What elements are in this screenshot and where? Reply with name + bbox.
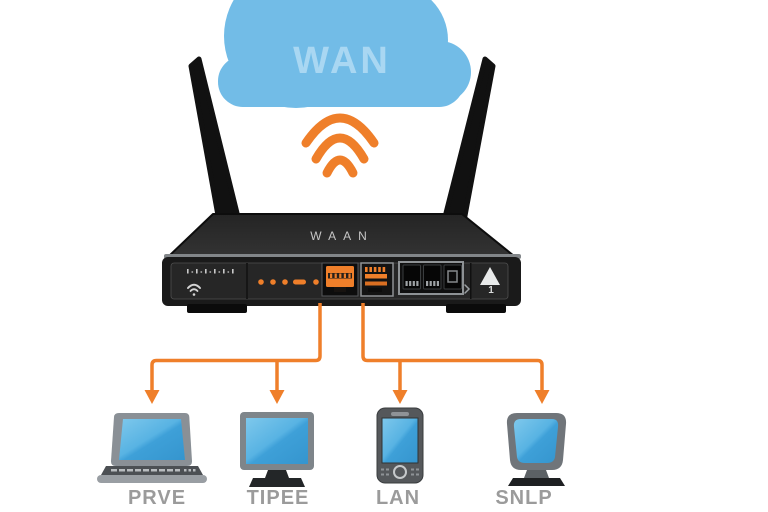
device-label-lan: LAN (375, 487, 421, 509)
lan-ports (398, 261, 464, 295)
status-leds (187, 269, 234, 274)
router-foot-left (187, 304, 247, 313)
chevron-indicator (464, 284, 471, 294)
device-label-snlp: SNLP (495, 487, 553, 509)
orange-led-row (258, 279, 319, 285)
device-smartphone (376, 407, 424, 484)
wifi-signal-icon (301, 113, 379, 178)
device-laptop (97, 413, 207, 483)
wan-port-1 (321, 262, 359, 297)
arrow-trunk-right (361, 303, 544, 391)
port-indicator-label: 1 (488, 285, 494, 296)
wan-cloud (218, 0, 471, 108)
device-label-prve: PRVE (127, 487, 187, 509)
device-label-tipee: TIPEE (246, 487, 310, 509)
up-arrow-indicator (480, 267, 500, 285)
panel-divider-left (246, 263, 248, 299)
arrowhead-prve (144, 390, 160, 404)
router-name-label: WAAN (310, 229, 374, 243)
router (162, 213, 521, 313)
device-crt-monitor (506, 413, 567, 486)
wan-port-2 (360, 262, 394, 297)
arrow-trunk-left (150, 303, 322, 391)
device-monitor (240, 412, 314, 487)
panel-divider-right (470, 263, 472, 299)
arrowhead-snlp (534, 390, 550, 404)
cloud-wan-label: WAN (293, 40, 391, 82)
connection-arrows (144, 303, 550, 404)
arrowhead-tipee (269, 390, 285, 404)
router-foot-right (446, 304, 506, 313)
arrowhead-lan (392, 390, 408, 404)
router-wifi-icon (187, 283, 201, 296)
